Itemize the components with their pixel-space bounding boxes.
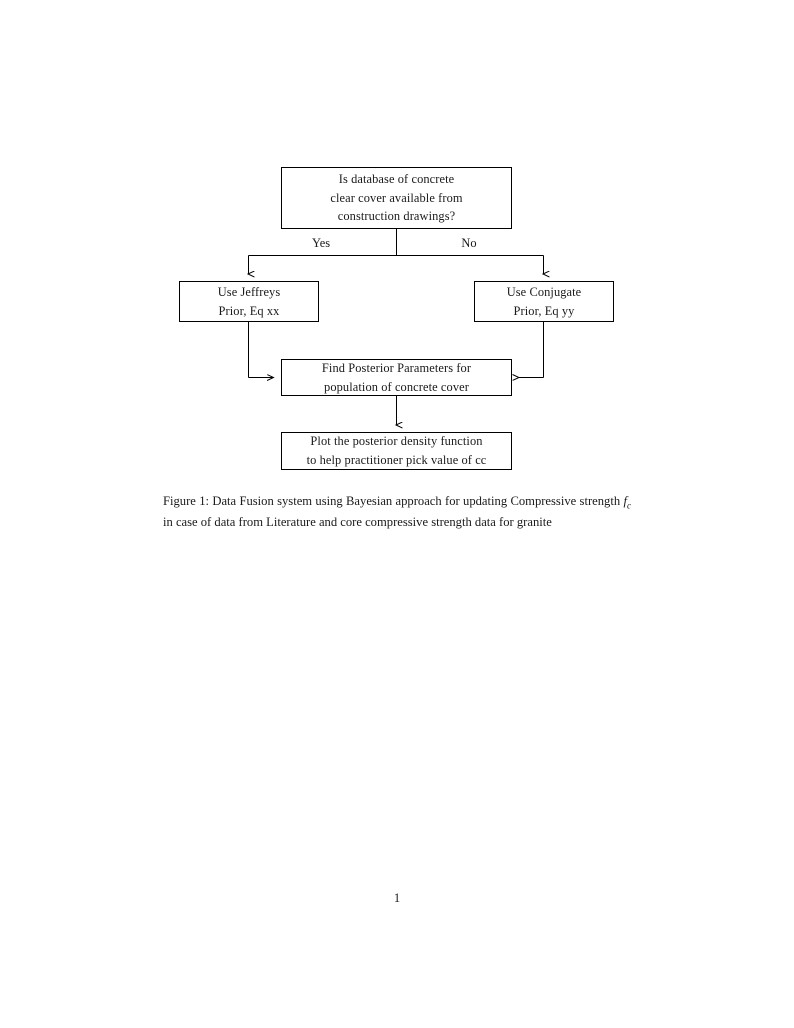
node-decision-line-2: clear cover available from <box>330 190 463 205</box>
node-decision-line-1: Is database of concrete <box>338 171 455 186</box>
node-plot-line-2: to help practitioner pick value of cc <box>306 453 487 467</box>
math-base: f <box>623 494 627 508</box>
figure-caption-text-after: in case of data from Literature and core… <box>163 514 552 529</box>
figure-caption-text-before: Data Fusion system using Bayesian approa… <box>209 494 624 508</box>
figure-caption: Figure 1: Data Fusion system using Bayes… <box>163 492 631 532</box>
figure-caption-label: Figure 1: <box>163 494 210 508</box>
node-conjugate-line-1: Use Conjugate <box>506 284 582 299</box>
flowchart-figure: Is database of concrete clear cover avai… <box>0 0 794 500</box>
edge-label-no: No <box>461 236 477 250</box>
node-jeffreys-line-1: Use Jeffreys <box>217 284 281 299</box>
node-posterior-line-2: population of concrete cover <box>324 379 469 394</box>
figure-caption-math-variable: fc <box>623 494 631 511</box>
node-conjugate-line-2: Prior, Eq yy <box>513 303 575 318</box>
edge-label-yes: Yes <box>311 236 331 250</box>
node-decision-database-available: Is database of concrete clear cover avai… <box>281 167 512 229</box>
node-use-jeffreys-prior: Use Jeffreys Prior, Eq xx <box>179 281 319 322</box>
page-number: 1 <box>393 891 401 905</box>
node-jeffreys-line-2: Prior, Eq xx <box>218 303 280 318</box>
node-plot-posterior-density: Plot the posterior density function to h… <box>281 432 512 470</box>
node-posterior-line-1: Find Posterior Parameters for <box>321 360 472 375</box>
flowchart-connectors <box>0 229 794 500</box>
node-decision-line-3: construction drawings? <box>337 209 456 224</box>
node-find-posterior-parameters: Find Posterior Parameters for population… <box>281 359 512 396</box>
node-plot-line-1: Plot the posterior density function <box>310 434 483 449</box>
math-subscript: c <box>626 500 631 511</box>
node-use-conjugate-prior: Use Conjugate Prior, Eq yy <box>474 281 614 322</box>
